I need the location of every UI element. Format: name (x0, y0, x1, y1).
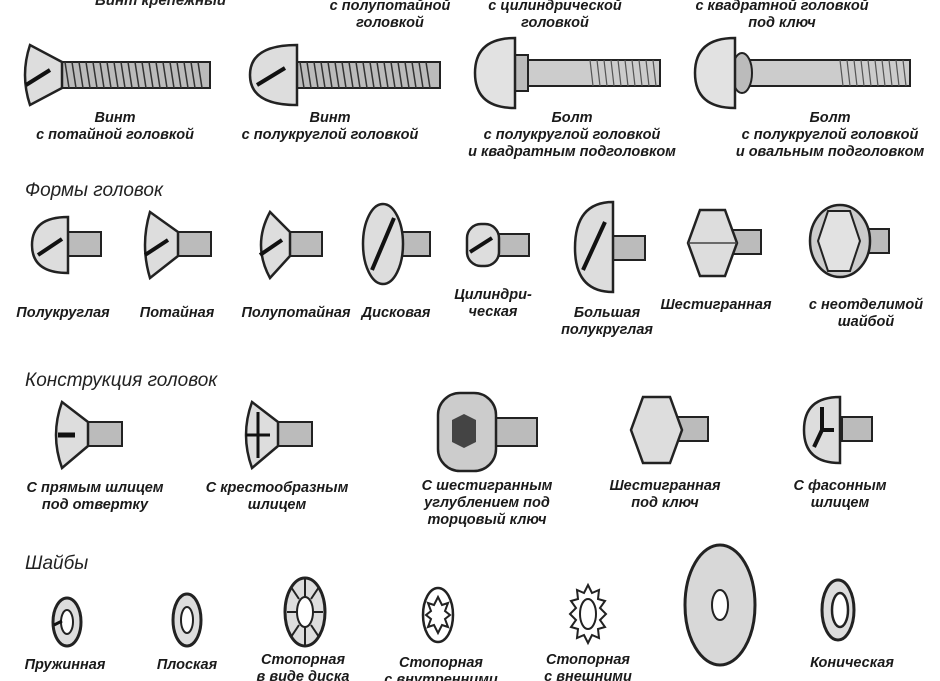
item-label: Шестигранная (660, 297, 772, 313)
round-head-icon (30, 215, 102, 275)
countersunk-screw-icon (23, 43, 211, 107)
carriage-bolt-square-neck-icon (473, 36, 661, 110)
raised-countersunk-head-icon (258, 209, 323, 281)
internal-tooth-lock-washer-icon (421, 586, 455, 644)
external-tooth-lock-washer-icon (568, 582, 608, 646)
head-shapes-heading: Формы головок (25, 180, 163, 201)
socket-head-icon (436, 391, 538, 473)
spring-washer-icon (51, 596, 83, 648)
special-slot-head-icon (802, 395, 873, 465)
item-label: Потайная (139, 305, 215, 321)
hex-head-wrench-icon (629, 395, 709, 465)
item-label: Дисковая (361, 305, 431, 321)
slotted-head-icon (54, 399, 123, 471)
carriage-bolt-oval-neck-icon (693, 36, 911, 110)
item-label: Пружинная (24, 657, 106, 673)
washers-heading: Шайбы (25, 553, 89, 574)
countersunk-head-icon (143, 209, 212, 281)
round-head-screw-icon (248, 43, 441, 107)
disc-lock-washer-icon (283, 576, 327, 648)
item-label: Цилиндри-ческая (454, 287, 532, 320)
item-label: Полукруглая (16, 305, 110, 321)
cylinder-head-icon (465, 222, 530, 268)
hex-head-icon (686, 208, 762, 278)
flanged-hex-head-icon (808, 203, 890, 279)
large-flat-washer-icon (683, 543, 757, 667)
item-label: Полупотайная (241, 305, 351, 321)
item-label: Плоская (156, 657, 218, 673)
item-label: Коническая (810, 655, 894, 671)
conical-washer-icon (820, 578, 856, 642)
head-designs-heading: Конструкция головок (25, 370, 218, 391)
large-round-head-icon (573, 200, 646, 294)
fasteners-heading: Винт крепежный (95, 0, 227, 9)
disc-head-icon (361, 202, 431, 286)
phillips-head-icon (244, 399, 313, 471)
flat-washer-icon (171, 592, 203, 648)
